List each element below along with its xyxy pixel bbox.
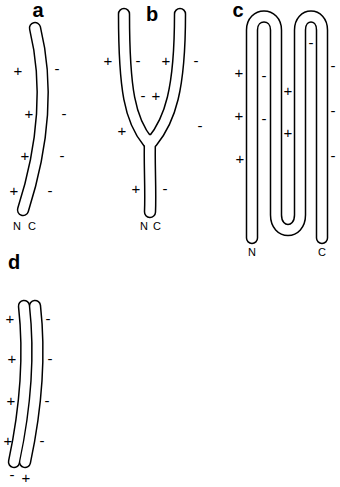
terminus-label: C bbox=[153, 221, 161, 232]
charge-sign: + bbox=[4, 433, 13, 448]
tube-outline bbox=[14, 14, 322, 462]
charge-sign: - bbox=[48, 183, 53, 198]
charge-sign: - bbox=[331, 58, 336, 73]
charge-sign: - bbox=[40, 433, 45, 448]
charge-sign: + bbox=[7, 393, 16, 408]
stem-b bbox=[145, 140, 155, 212]
charge-sign: + bbox=[104, 53, 113, 68]
charge-sign: - bbox=[262, 111, 267, 126]
arm-b-left bbox=[124, 14, 148, 142]
charge-sign: - bbox=[331, 103, 336, 118]
arm-b-right bbox=[152, 14, 180, 142]
tube-fill bbox=[14, 14, 322, 462]
charge-sign: + bbox=[118, 123, 127, 138]
charge-sign: + bbox=[22, 470, 31, 485]
charge-sign: - bbox=[10, 467, 15, 482]
panel-letter: a bbox=[32, 0, 43, 20]
charge-sign: + bbox=[152, 88, 161, 103]
helix-a bbox=[23, 28, 43, 210]
charge-sign: - bbox=[194, 53, 199, 68]
terminus-label: N bbox=[140, 221, 148, 232]
helix-d-right bbox=[25, 306, 37, 462]
charge-sign: + bbox=[236, 151, 245, 166]
terminus-label: N bbox=[13, 221, 21, 232]
charge-sign: + bbox=[6, 311, 15, 326]
panel-letter: c bbox=[232, 0, 243, 20]
arm-b-left bbox=[124, 14, 148, 142]
charge-sign: + bbox=[25, 106, 34, 121]
charge-sign: - bbox=[141, 88, 146, 103]
stem-b bbox=[143, 140, 156, 212]
charge-sign: + bbox=[284, 125, 293, 140]
charge-sign: - bbox=[136, 53, 141, 68]
charge-sign: - bbox=[331, 148, 336, 163]
charge-sign: - bbox=[60, 148, 65, 163]
divider bbox=[20, 462, 21, 463]
charge-sign: - bbox=[198, 118, 203, 133]
strand-c bbox=[252, 17, 322, 239]
charge-sign: + bbox=[132, 181, 141, 196]
charge-sign: + bbox=[284, 83, 293, 98]
helix-d-left bbox=[14, 306, 26, 462]
terminus-label: C bbox=[28, 221, 36, 232]
charge-sign: - bbox=[46, 311, 51, 326]
panel-letter: b bbox=[146, 4, 158, 24]
charge-sign: - bbox=[262, 68, 267, 83]
charge-sign: + bbox=[21, 148, 30, 163]
terminus-label: N bbox=[248, 247, 256, 258]
charge-sign: - bbox=[62, 106, 67, 121]
charge-sign: + bbox=[14, 63, 23, 78]
panel-letter: d bbox=[8, 252, 20, 272]
charge-sign: - bbox=[309, 35, 314, 50]
terminus-label: C bbox=[318, 247, 326, 258]
charge-sign: + bbox=[235, 65, 244, 80]
charge-sign: + bbox=[8, 351, 17, 366]
charge-sign: - bbox=[48, 351, 53, 366]
charge-sign: + bbox=[162, 53, 171, 68]
charge-sign: + bbox=[10, 183, 19, 198]
charge-sign: - bbox=[45, 393, 50, 408]
strand-c bbox=[252, 17, 322, 239]
charge-sign: - bbox=[55, 61, 60, 76]
arm-b-right bbox=[152, 14, 180, 142]
charge-sign: - bbox=[163, 181, 168, 196]
helix-a bbox=[23, 28, 43, 210]
charge-sign: + bbox=[235, 108, 244, 123]
